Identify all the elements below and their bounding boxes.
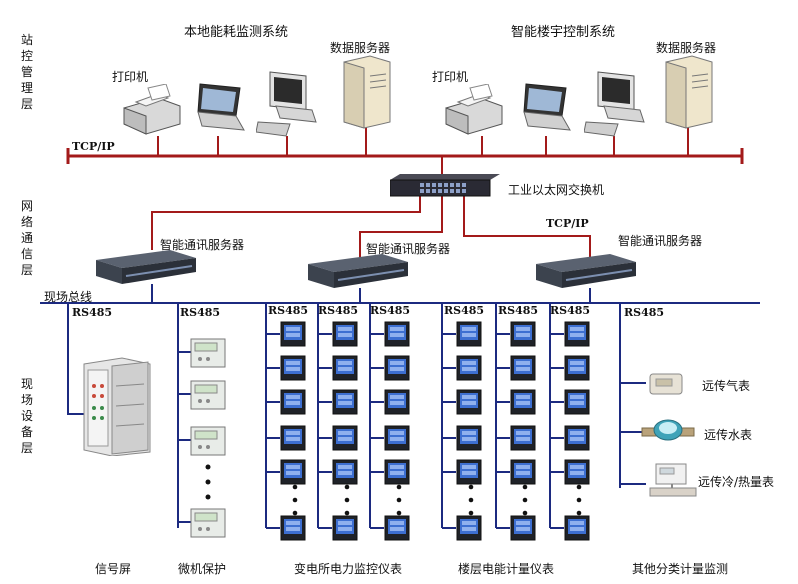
power-meter-icon <box>332 515 358 541</box>
power-meter-icon <box>332 459 358 485</box>
desktop-computer-icon <box>584 71 645 137</box>
layer-label-station: 站控管理层 <box>20 33 33 111</box>
power-meter-icon <box>384 355 410 381</box>
comm-server-icon <box>536 254 636 288</box>
power-meter-icon <box>332 355 358 381</box>
rs485-label: RS485 <box>498 304 539 317</box>
power-meter-icon <box>280 459 306 485</box>
protection-relay-icon <box>190 508 226 538</box>
gas-meter-label: 远传气表 <box>702 379 751 393</box>
power-meter-icon <box>510 425 536 451</box>
data-server-label-right: 数据服务器 <box>656 41 717 55</box>
power-meter-icon <box>384 321 410 347</box>
rs485-label: RS485 <box>370 304 411 317</box>
desktop-computer-icon <box>256 71 317 137</box>
rs485-label: RS485 <box>180 306 221 319</box>
tcpip-label: TCP/IP <box>72 140 115 153</box>
water-meter-icon <box>641 419 695 441</box>
power-meter-icon <box>510 355 536 381</box>
power-meter-icon <box>384 389 410 415</box>
power-meter-icon <box>280 355 306 381</box>
power-meter-icon <box>332 389 358 415</box>
protection-relay-icon <box>190 338 226 368</box>
power-meter-icon <box>384 425 410 451</box>
heat-meter-label: 远传冷/热量表 <box>698 475 775 489</box>
laptop-icon <box>523 83 571 131</box>
power-meter-icon <box>456 515 482 541</box>
power-meter-icon <box>384 515 410 541</box>
printer-label-right: 打印机 <box>432 70 469 84</box>
laptop-icon <box>197 83 245 131</box>
rs485-label: RS485 <box>72 306 113 319</box>
power-meter-icon <box>332 425 358 451</box>
power-meter-icon <box>280 389 306 415</box>
printer-label-left: 打印机 <box>112 70 149 84</box>
caption-floor-energy-meters: 楼层电能计量仪表 <box>458 562 555 576</box>
power-meter-icon <box>332 321 358 347</box>
power-meter-icon <box>564 355 590 381</box>
power-meter-icon <box>280 425 306 451</box>
tcpip-label: TCP/IP <box>546 217 589 230</box>
power-meter-icon <box>456 355 482 381</box>
power-meter-icon <box>564 425 590 451</box>
power-meter-icon <box>456 321 482 347</box>
rs485-label: RS485 <box>318 304 359 317</box>
ellipsis-dots-icon <box>576 484 582 516</box>
power-meter-icon <box>280 321 306 347</box>
power-meter-icon <box>456 425 482 451</box>
rs485-label: RS485 <box>550 304 591 317</box>
ellipsis-dots-icon <box>522 484 528 516</box>
comm-server-label: 智能通讯服务器 <box>618 234 703 248</box>
heat-meter-icon <box>649 463 697 497</box>
power-meter-icon <box>510 389 536 415</box>
caption-other-metering: 其他分类计量监测 <box>632 562 729 576</box>
comm-server-icon <box>96 250 196 284</box>
power-meter-icon <box>510 321 536 347</box>
power-meter-icon <box>510 459 536 485</box>
printer-icon <box>445 84 503 135</box>
power-meter-icon <box>384 459 410 485</box>
power-meter-icon <box>564 389 590 415</box>
data-server-icon <box>343 55 391 129</box>
power-meter-icon <box>564 459 590 485</box>
field-bus-label: 现场总线 <box>44 290 93 304</box>
power-meter-icon <box>456 389 482 415</box>
data-server-label-left: 数据服务器 <box>330 41 391 55</box>
gas-meter-icon <box>649 373 683 395</box>
protection-relay-icon <box>190 380 226 410</box>
ellipsis-dots-icon <box>468 484 474 516</box>
rs485-label: RS485 <box>268 304 309 317</box>
switch-label: 工业以太网交换机 <box>508 183 605 197</box>
ellipsis-dots-icon <box>344 484 350 516</box>
rs485-label: RS485 <box>624 306 665 319</box>
comm-server-label: 智能通讯服务器 <box>366 242 451 256</box>
ellipsis-dots-icon <box>205 464 211 500</box>
right-system-title: 智能楼宇控制系统 <box>511 25 616 40</box>
power-meter-icon <box>510 515 536 541</box>
ethernet-switch-icon <box>390 174 500 197</box>
layer-label-field: 现场设备层 <box>20 377 33 455</box>
protection-relay-icon <box>190 426 226 456</box>
comm-server-icon <box>308 254 408 288</box>
rs485-label: RS485 <box>444 304 485 317</box>
comm-server-label: 智能通讯服务器 <box>160 238 245 252</box>
power-meter-icon <box>564 321 590 347</box>
layer-label-network: 网络通信层 <box>20 199 33 277</box>
power-meter-icon <box>564 515 590 541</box>
power-meter-icon <box>456 459 482 485</box>
power-meter-icon <box>280 515 306 541</box>
ellipsis-dots-icon <box>292 484 298 516</box>
ellipsis-dots-icon <box>396 484 402 516</box>
water-meter-label: 远传水表 <box>704 428 753 442</box>
signal-panel-cabinet-icon <box>83 357 151 456</box>
left-system-title: 本地能耗监测系统 <box>184 25 289 40</box>
data-server-icon <box>665 55 713 129</box>
caption-microcomputer-protection: 微机保护 <box>178 562 227 576</box>
caption-substation-meters: 变电所电力监控仪表 <box>294 562 403 576</box>
caption-signal-panel: 信号屏 <box>95 562 132 576</box>
printer-icon <box>123 84 181 135</box>
